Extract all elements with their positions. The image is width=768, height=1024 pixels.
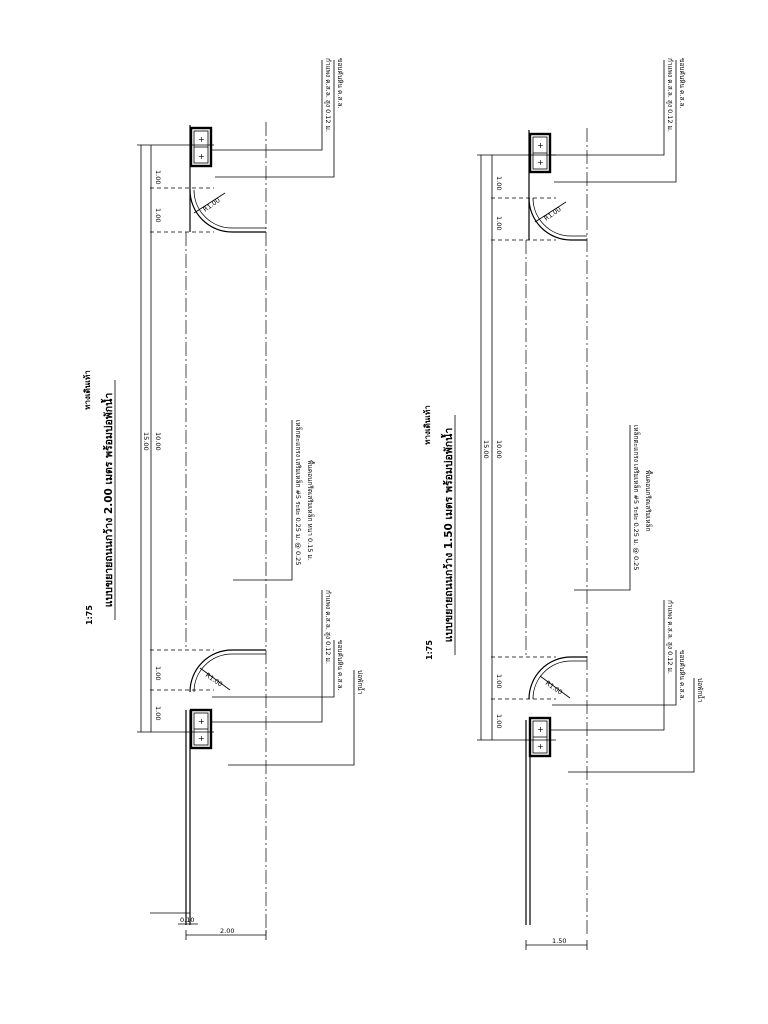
svg-text:+: +: [537, 158, 544, 167]
radius-top-1-5m: R1.00: [543, 205, 563, 222]
curb-curve-bottom-1-5m: [528, 656, 587, 700]
note-bot-1-2m: กำแพง ค.ส.ล. สูง 0.12 ม.: [324, 590, 332, 664]
drawing-1-5m: แบบขยายถนนกว้าง 1.50 เมตร พร้อมบ่อพักน้ำ…: [422, 58, 705, 950]
curb-curve-top-2m: [189, 189, 266, 233]
radius-bottom-2m: R1.00: [204, 671, 224, 688]
curb-curve-top-1-5m: [528, 197, 587, 241]
catch-basin-bottom-2m: + +: [189, 708, 213, 750]
note-top-2-1-5m: ขอบคันหิน ค.ส.ล.: [678, 58, 686, 109]
dim-middle-1-5m: 10.00: [495, 440, 503, 459]
radius-top-2m: R1.00: [202, 196, 222, 213]
catch-basin-top-1-5m: + +: [528, 132, 552, 174]
subtitle-1-5m: ทางเดินเท้า: [422, 405, 432, 445]
subtitle-2m: ทางเดินเท้า: [82, 370, 92, 410]
title-block-1-5m: แบบขยายถนนกว้าง 1.50 เมตร พร้อมบ่อพักน้ำ…: [422, 405, 456, 660]
note-mid-2-2m: พื้นคอนกรีตเสริมเหล็ก หนา 0.15 ม.: [306, 460, 315, 561]
note-mid-1-1-5m: เหล็กตะแกรง เสริมเหล็ก #5 ระยะ 0.25 ม. @…: [632, 425, 641, 570]
dim-edge-2m: 0.10: [180, 916, 194, 924]
dim-total-2m: 15.00: [142, 432, 150, 451]
svg-text:+: +: [198, 717, 205, 726]
dim-seg-bot-2-2m: 1.00: [154, 706, 162, 720]
curb-curve-bottom-2m: [189, 649, 266, 693]
radius-bottom-1-5m: R1.00: [544, 679, 564, 696]
note-top-1-2m: กำแพง ค.ส.ล. สูง 0.12 ม.: [324, 58, 332, 132]
dim-middle-2m: 10.00: [154, 432, 162, 451]
dim-seg-top-1-2m: 1.00: [154, 170, 162, 184]
note-bot-2-1-5m: ขอบคันหิน ค.ส.ล.: [678, 650, 686, 701]
svg-text:+: +: [537, 141, 544, 150]
svg-text:+: +: [198, 734, 205, 743]
note-mid-2-1-5m: พื้นคอนกรีตเสริมเหล็ก: [644, 470, 653, 532]
svg-text:+: +: [537, 742, 544, 751]
dim-seg-bot-1-1-5m: 1.00: [495, 674, 503, 688]
dim-total-1-5m: 15.00: [482, 440, 490, 459]
svg-text:+: +: [198, 152, 205, 161]
dim-seg-bot-2-1-5m: 1.00: [495, 714, 503, 728]
note-top-2-2m: ขอบคันหิน ค.ส.ล.: [336, 58, 344, 109]
note-top-1-1-5m: กำแพง ค.ส.ล. สูง 0.12 ม.: [666, 58, 674, 132]
dim-seg-bot-1-2m: 1.00: [154, 666, 162, 680]
dim-seg-top-2-1-5m: 1.00: [495, 216, 503, 230]
title-1-5m: แบบขยายถนนกว้าง 1.50 เมตร พร้อมบ่อพักน้ำ: [440, 428, 455, 643]
svg-text:+: +: [198, 135, 205, 144]
dim-width-2m: 2.00: [220, 927, 234, 935]
scale-2m: 1:75: [85, 605, 94, 625]
scale-1-5m: 1:75: [425, 640, 434, 660]
note-bot-1-1-5m: กำแพง ค.ส.ล. สูง 0.12 ม.: [666, 600, 674, 674]
svg-text:+: +: [537, 725, 544, 734]
dim-seg-top-2-2m: 1.00: [154, 208, 162, 222]
note-mid-1-2m: เหล็กตะแกรง เสริมเหล็ก #5 ระยะ 0.25 ม. @…: [294, 420, 303, 565]
drawing-2m: แบบขยายถนนกว้าง 2.00 เมตร พร้อมบ่อพักน้ำ…: [82, 58, 365, 940]
note-bot-3-1-5m: บ่อพักน้ำ: [696, 678, 705, 703]
title-2m: แบบขยายถนนกว้าง 2.00 เมตร พร้อมบ่อพักน้ำ: [100, 393, 115, 608]
title-block-2m: แบบขยายถนนกว้าง 2.00 เมตร พร้อมบ่อพักน้ำ…: [82, 370, 116, 625]
dim-width-1-5m: 1.50: [552, 937, 566, 945]
catch-basin-bottom-1-5m: + +: [528, 716, 552, 758]
note-bot-3-2m: บ่อพักน้ำ: [356, 670, 365, 695]
catch-basin-top-2m: + +: [189, 126, 213, 168]
dim-seg-top-1-1-5m: 1.00: [495, 176, 503, 190]
note-bot-2-2m: ขอบคันหิน ค.ส.ล.: [336, 640, 344, 691]
